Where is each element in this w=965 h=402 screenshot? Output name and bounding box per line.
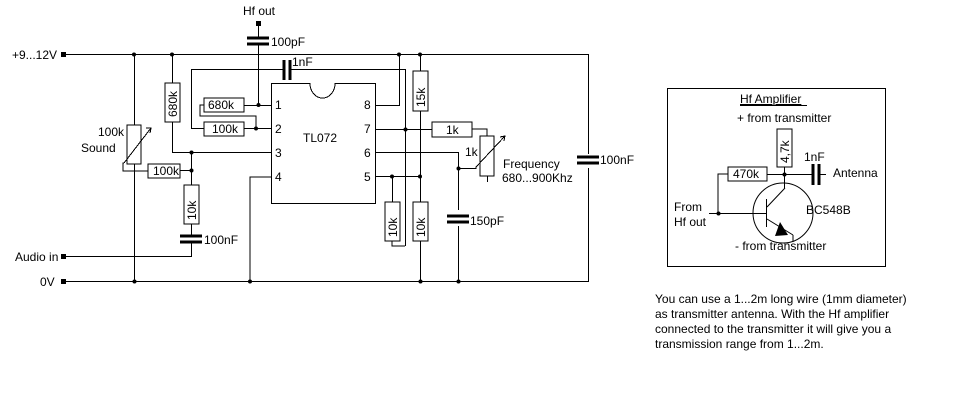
resistor-pin1-680k <box>199 97 271 128</box>
pin-4: 4 <box>275 170 282 184</box>
pot-sound <box>122 54 152 284</box>
pot-frequency <box>456 135 506 182</box>
resistor-collector-4k7 <box>776 128 793 188</box>
supply-label: +9...12V <box>12 48 57 62</box>
ic-label: TL072 <box>303 131 337 145</box>
transistor-label: BC548B <box>806 203 851 217</box>
hf-out-label: Hf out <box>243 4 276 18</box>
ground-label: 0V <box>40 275 55 289</box>
r-audio-label: 10k <box>185 200 199 220</box>
resistor-bias-680k <box>164 54 271 155</box>
resistor-pin7-1k <box>431 121 488 138</box>
audio-in-label: Audio in <box>15 250 58 264</box>
ground-rail <box>61 279 589 284</box>
pot-freq-value: 1k <box>465 145 479 159</box>
resistor-pin2-100k <box>203 121 271 137</box>
capacitor-decouple-100nF <box>577 154 600 168</box>
hf-out-terminal <box>247 21 269 107</box>
hf-amp-minus-label: - from transmitter <box>735 239 826 253</box>
r-bias-label: 680k <box>166 90 180 117</box>
transistor-bc548b <box>752 182 814 244</box>
c-150p-label: 150pF <box>470 214 504 228</box>
r-collector-label: 4,7k <box>778 139 792 163</box>
antenna-label: Antenna <box>833 166 878 180</box>
pot-sound-label: Sound <box>81 141 116 155</box>
freq-label: Frequency <box>503 157 560 171</box>
c-antenna-label: 1nF <box>804 150 825 164</box>
c-hf-out-label: 100pF <box>271 35 305 49</box>
hf-amp-input-label-1: From <box>674 200 702 214</box>
pin-5: 5 <box>364 170 371 184</box>
r-pin1-label: 680k <box>208 98 235 112</box>
resistor-10k-a <box>384 176 405 247</box>
resistor-base-470k <box>709 166 813 216</box>
r-base-label: 470k <box>733 167 760 181</box>
resistor-sound-100k <box>147 163 194 179</box>
r-pin2-label: 100k <box>212 122 239 136</box>
hf-amp-plus-label: + from transmitter <box>737 111 831 125</box>
ic-tl072 <box>271 83 376 204</box>
hf-amplifier-frame <box>667 88 886 267</box>
pin-7: 7 <box>364 122 371 136</box>
c-decouple-label: 100nF <box>600 153 634 167</box>
c-feedback-label: 1nF <box>292 55 313 69</box>
capacitor-antenna-1nF <box>811 164 826 185</box>
r-sound-label: 100k <box>153 164 180 178</box>
r-pin7-label: 1k <box>446 123 460 137</box>
pin-8: 8 <box>364 98 371 112</box>
resistor-audio-10k <box>180 152 202 244</box>
resistor-10k-b <box>412 201 429 284</box>
freq-range: 680...900Khz <box>502 171 573 185</box>
pin-1: 1 <box>275 98 282 112</box>
antenna-note: You can use a 1...2m long wire (1mm diam… <box>655 292 907 351</box>
capacitor-feedback-1nF <box>191 60 406 246</box>
resistor-15k <box>412 54 429 202</box>
pot-sound-value: 100k <box>98 125 125 139</box>
hf-amp-input-label-2: Hf out <box>674 215 707 229</box>
pin-3: 3 <box>275 146 282 160</box>
pin-2: 2 <box>275 122 282 136</box>
r-10k-b-label: 10k <box>414 217 428 237</box>
hf-amp-title: Hf Amplifier <box>740 92 801 106</box>
r-10k-a-label: 10k <box>386 217 400 237</box>
audio-in-wire <box>61 243 192 259</box>
c-audio-label: 100nF <box>204 233 238 247</box>
r-15k-label: 15k <box>414 87 428 107</box>
capacitor-150pF <box>447 210 469 284</box>
pin-6: 6 <box>364 146 371 160</box>
